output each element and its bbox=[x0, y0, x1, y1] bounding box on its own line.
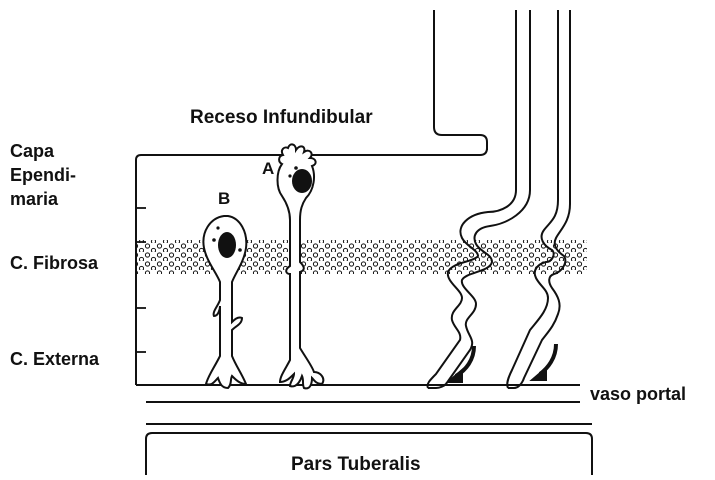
pars-tuberalis-label: Pars Tuberalis bbox=[291, 455, 421, 474]
layer-tick-marks bbox=[136, 208, 146, 352]
cell-b-label: B bbox=[218, 190, 230, 207]
infundibular-recess-label: Receso Infundibular bbox=[190, 108, 373, 127]
infundibular-recess-wall bbox=[434, 10, 487, 150]
portal-vessel bbox=[146, 402, 592, 424]
fibrous-layer-label: C. Fibrosa bbox=[10, 254, 98, 272]
ependymal-label-line-1: Capa bbox=[10, 139, 76, 163]
cell-a-label: A bbox=[262, 160, 274, 177]
ependymal-layer-label: Capa Ependi- maria bbox=[10, 139, 76, 211]
tanycyte-b bbox=[203, 216, 246, 388]
portal-vessel-label: vaso portal bbox=[590, 385, 686, 403]
flow-arrow-2 bbox=[532, 344, 556, 380]
external-layer-label: C. Externa bbox=[10, 350, 99, 368]
ependymal-label-line-3: maria bbox=[10, 187, 76, 211]
ependymal-label-line-2: Ependi- bbox=[10, 163, 76, 187]
nerve-fiber-1 bbox=[427, 10, 530, 388]
